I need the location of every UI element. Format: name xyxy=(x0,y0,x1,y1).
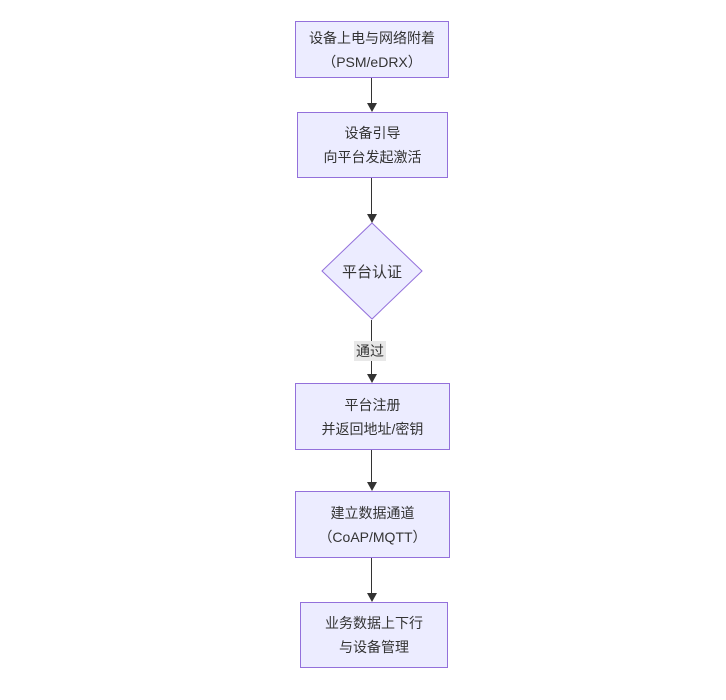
node-data-channel: 建立数据通道 （CoAP/MQTT） xyxy=(295,491,450,558)
node-bootstrap: 设备引导 向平台发起激活 xyxy=(297,112,448,178)
node-data-channel-line1: 建立数据通道 xyxy=(330,504,415,521)
diamond-shape xyxy=(321,222,423,320)
edge-channel-to-business xyxy=(371,558,372,595)
edge-power-to-bootstrap xyxy=(371,78,372,105)
node-platform-register: 平台注册 并返回地址/密钥 xyxy=(295,383,450,450)
node-power-attach-line2: （PSM/eDRX） xyxy=(322,53,422,70)
node-business-data: 业务数据上下行 与设备管理 xyxy=(300,602,448,668)
decision-node-label: 平台认证 xyxy=(341,263,402,281)
node-bootstrap-line1: 设备引导 xyxy=(344,125,401,141)
node-bootstrap-line2: 向平台发起激活 xyxy=(323,149,422,165)
node-power-attach-line1: 设备上电与网络附着 xyxy=(309,29,435,46)
node-platform-register-line1: 平台注册 xyxy=(344,396,401,413)
arrowhead-down-icon xyxy=(366,593,377,602)
node-platform-register-line2: 并返回地址/密钥 xyxy=(321,420,424,437)
node-business-data-line1: 业务数据上下行 xyxy=(325,615,423,631)
node-power-attach: 设备上电与网络附着 （PSM/eDRX） xyxy=(295,21,449,78)
edge-register-to-channel xyxy=(371,450,372,484)
arrowhead-down-icon xyxy=(366,214,377,223)
decision-node-platform-auth: 平台认证 xyxy=(321,222,423,320)
arrowhead-down-icon xyxy=(366,103,377,112)
edge-bootstrap-to-auth xyxy=(371,178,372,216)
edge-label-pass: 通过 xyxy=(354,341,386,361)
arrowhead-down-icon xyxy=(366,374,377,383)
node-data-channel-line2: （CoAP/MQTT） xyxy=(318,528,427,545)
arrowhead-down-icon xyxy=(366,482,377,491)
node-business-data-line2: 与设备管理 xyxy=(339,639,409,655)
